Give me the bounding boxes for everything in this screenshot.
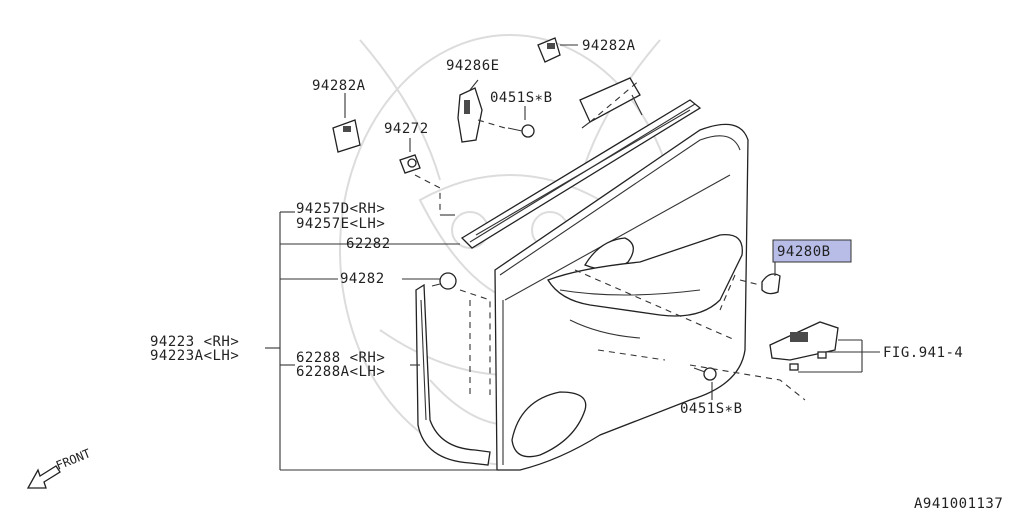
callout-94282A-top[interactable]: 94282A (582, 38, 636, 54)
diagram-id: A941001137 (914, 496, 1003, 512)
callout-94282A-left[interactable]: 94282A (312, 78, 366, 94)
door-trim-panel[interactable] (494, 123, 749, 471)
callout-94257D[interactable]: 94257D<RH> (296, 201, 385, 217)
push-clip-94282[interactable] (431, 272, 457, 290)
callout-94223A[interactable]: 94223A<LH> (150, 348, 239, 364)
bracket-94286E[interactable] (457, 87, 483, 143)
callout-94257E[interactable]: 94257E<LH> (296, 216, 385, 232)
seal-62288[interactable] (415, 283, 491, 466)
weatherstrip-94257[interactable] (460, 99, 702, 249)
switch-bezel[interactable] (769, 321, 839, 371)
callout-fig-941-4[interactable]: FIG.941-4 (883, 345, 963, 361)
callout-94286E[interactable]: 94286E (446, 58, 500, 74)
front-arrow-icon (26, 465, 61, 489)
leader-lines (265, 44, 880, 471)
screw-0451S-bottom[interactable] (693, 367, 717, 381)
screw-0451S-top[interactable] (507, 124, 535, 138)
callout-94280B[interactable]: 94280B (777, 244, 831, 260)
clip-94272[interactable] (399, 154, 421, 174)
clip-94282A-left[interactable] (332, 119, 361, 153)
cap-94280B[interactable] (761, 273, 781, 295)
callout-94223[interactable]: 94223 <RH> (150, 334, 239, 350)
callout-0451S-top[interactable]: 0451S∗B (490, 90, 553, 106)
callout-94282[interactable]: 94282 (340, 271, 385, 287)
front-label: FRONT (54, 446, 93, 473)
callout-62282[interactable]: 62282 (346, 236, 391, 252)
callout-62288A[interactable]: 62288A<LH> (296, 364, 385, 380)
callout-0451S-bottom[interactable]: 0451S∗B (680, 401, 743, 417)
callout-62288[interactable]: 62288 <RH> (296, 350, 385, 366)
callout-94272[interactable]: 94272 (384, 121, 429, 137)
clip-94282A-top[interactable] (537, 37, 561, 63)
upper-pad-part[interactable] (579, 77, 643, 129)
highlight-box-94280B (772, 239, 852, 263)
